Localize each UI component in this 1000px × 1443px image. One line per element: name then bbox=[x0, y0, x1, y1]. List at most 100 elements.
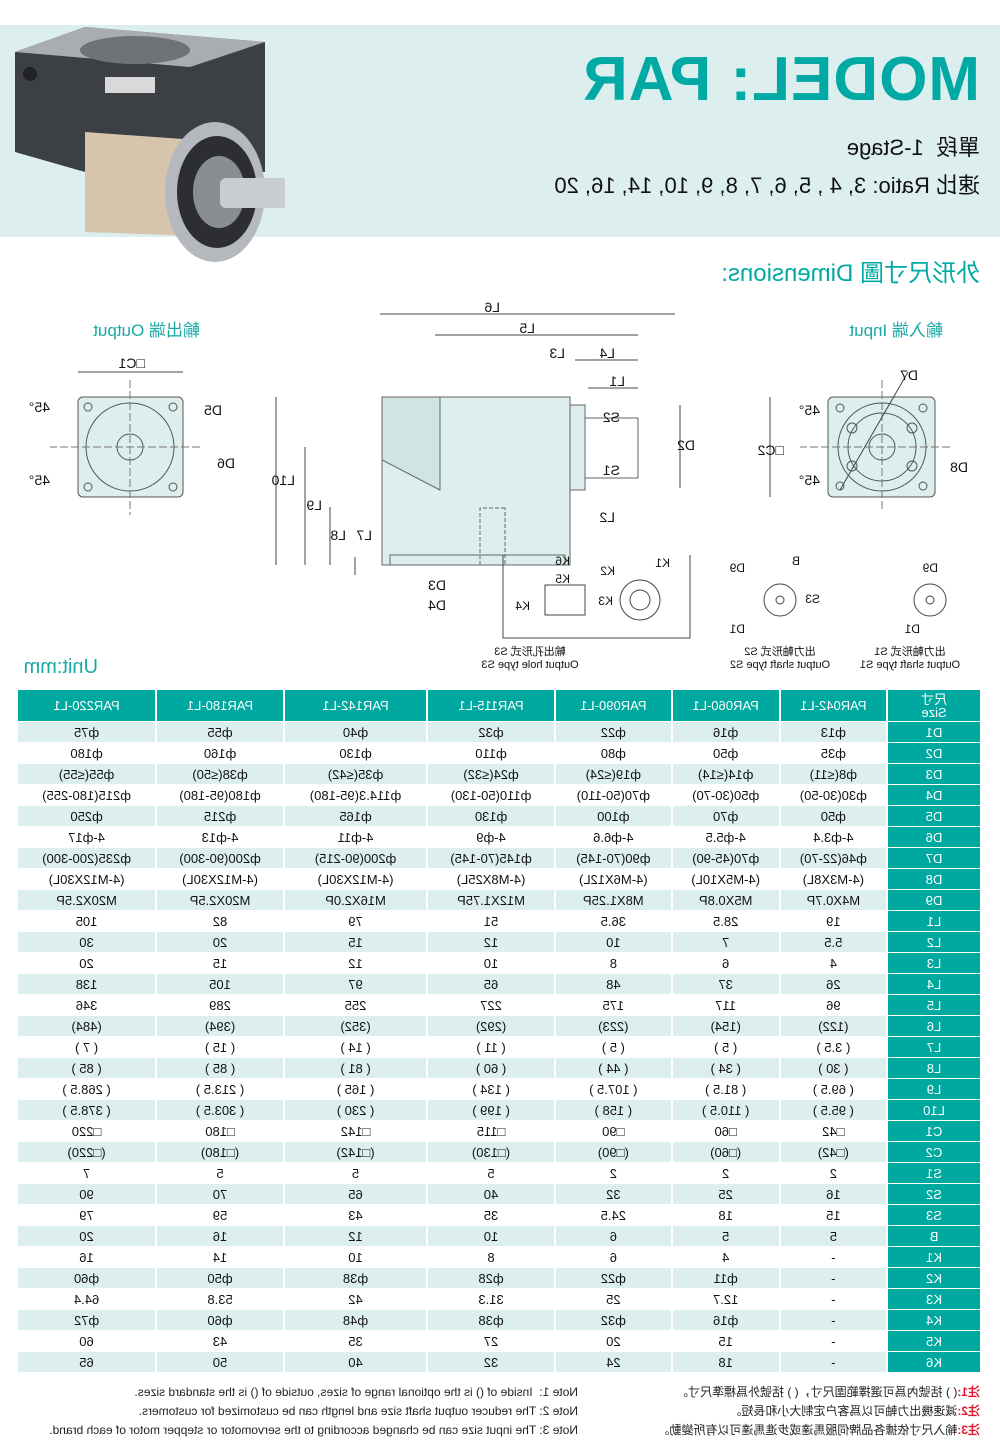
row-key: L5 bbox=[888, 995, 980, 1015]
row-key: K6 bbox=[888, 1352, 980, 1372]
table-cell: 20 bbox=[157, 932, 283, 952]
table-cell: ф100 bbox=[555, 806, 671, 826]
row-key: D9 bbox=[888, 890, 980, 910]
table-cell: 16 bbox=[780, 1184, 886, 1204]
table-row: C1□42□60□90□115□142□180□220 bbox=[18, 1121, 980, 1141]
table-cell: M20X2.5P bbox=[18, 890, 156, 910]
label-k1: K1 bbox=[655, 556, 670, 570]
table-cell: (□90) bbox=[555, 1142, 671, 1162]
table-cell: M12X1.75P bbox=[428, 890, 554, 910]
table-cell: 5 bbox=[351, 1165, 360, 1181]
table-cell: 40 bbox=[428, 1184, 554, 1204]
table-cell: ф165 bbox=[284, 806, 427, 826]
table-row: C2(□42)(□60)(□90)(□130)(□142)(□180)(□220… bbox=[18, 1142, 980, 1162]
table-cell: ф8(≤11) bbox=[780, 764, 886, 784]
table-cell: 82 bbox=[212, 913, 228, 929]
table-cell: (292) bbox=[428, 1016, 554, 1036]
note-en: Note 3: The input size can be changed ac… bbox=[49, 1423, 578, 1437]
table-cell: 5.5 bbox=[780, 932, 886, 952]
dimensions-heading: 外形尺寸圖 Dimensions: bbox=[721, 260, 980, 287]
row-key: D1 bbox=[888, 722, 980, 742]
row-key: L10 bbox=[888, 1100, 980, 1120]
row-key: S1 bbox=[888, 1163, 980, 1183]
table-cell: ( 213.5 ) bbox=[195, 1081, 245, 1097]
table-cell: 7 bbox=[672, 932, 779, 952]
note-cn: 注1:( ) 括號內爲可選擇範圍尺寸，( ) 括號外爲標準尺寸。 bbox=[657, 1383, 980, 1402]
table-cell: 7 bbox=[82, 1165, 91, 1181]
table-row: L7( 3.5 )( 5 )( 5 )( 11 )( 14 )( 15 )( 7… bbox=[18, 1037, 980, 1057]
table-cell: ф75 bbox=[18, 722, 156, 742]
label-l9: L9 bbox=[306, 497, 322, 513]
label-c1: □C1 bbox=[118, 355, 145, 371]
table-cell: 4 bbox=[722, 1249, 730, 1265]
output-label: 輸出端 Output bbox=[93, 321, 200, 340]
table-cell: (4-M6X12L) bbox=[579, 871, 648, 887]
label-l7: L7 bbox=[356, 527, 372, 543]
table-cell: 10 bbox=[555, 932, 671, 952]
notes-cn: 注1:( ) 括號內爲可選擇範圍尺寸，( ) 括號外爲標準尺寸。注2:減速機出力… bbox=[657, 1383, 980, 1440]
label-45deg: 45° bbox=[29, 399, 50, 415]
row-key: D3 bbox=[888, 764, 980, 784]
table-cell: (□180) bbox=[157, 1142, 283, 1162]
table-cell: 4-ф6.6 bbox=[593, 829, 634, 845]
table-row: L10( 95.5 )( 110.5 )( 158 )( 199 )( 230 … bbox=[18, 1100, 980, 1120]
table-cell: (4-M12X30L) bbox=[182, 871, 258, 887]
caption-cn: 出力軸形式 S2 bbox=[744, 646, 816, 658]
row-key: D5 bbox=[888, 806, 980, 826]
table-cell: 105 bbox=[157, 974, 283, 994]
input-flange-drawing: □C2 D7 D8 45° 45° bbox=[757, 367, 968, 512]
table-cell: ( 5 ) bbox=[601, 1039, 625, 1055]
table-cell: 255 bbox=[344, 997, 367, 1013]
table-cell: 5 bbox=[780, 1226, 886, 1246]
table-row: L6(122)(154)(223)(292)(352)(394)(484) bbox=[18, 1016, 980, 1036]
table-cell: 96 bbox=[826, 997, 841, 1013]
table-cell: 31.3 bbox=[478, 1291, 504, 1307]
table-cell: ( 107.5 ) bbox=[589, 1081, 638, 1097]
note-text: 減速機出力軸可以爲客户定制大小和長短。 bbox=[729, 1404, 958, 1418]
table-cell: 4-ф17 bbox=[68, 829, 105, 845]
table-cell: 15 bbox=[718, 1333, 733, 1349]
table-cell: 50 bbox=[157, 1352, 283, 1372]
table-cell: ф80 bbox=[600, 745, 626, 761]
table-cell: M5X0.8P bbox=[672, 890, 779, 910]
table-cell: 10 bbox=[348, 1249, 363, 1265]
row-key: K3 bbox=[888, 1289, 980, 1309]
table-cell: 16 bbox=[157, 1226, 283, 1246]
table-cell: ф145(70-145) bbox=[428, 848, 554, 868]
table-cell: - bbox=[780, 1352, 886, 1372]
table-cell: ( 15 ) bbox=[204, 1039, 236, 1055]
model-header: PAR180-L1 bbox=[157, 690, 283, 721]
table-cell: ( 95.5 ) bbox=[780, 1100, 886, 1120]
table-cell: 35 bbox=[483, 1207, 499, 1223]
model-header: PAR142-L1 bbox=[284, 690, 427, 721]
label-d8: D8 bbox=[950, 459, 968, 475]
table-cell: 37 bbox=[672, 974, 779, 994]
table-cell: ф200(90-300) bbox=[157, 848, 283, 868]
label-s1: S1 bbox=[603, 462, 620, 478]
table-cell: 227 bbox=[480, 997, 502, 1013]
caption-cn: 輸出孔形式 S3 bbox=[494, 646, 566, 658]
table-cell: □60 bbox=[714, 1123, 737, 1139]
table-row: L9( 69.5 )( 81.5 )( 107.5 )( 134 )( 165 … bbox=[18, 1079, 980, 1099]
table-cell: ( 14 ) bbox=[340, 1039, 371, 1055]
side-view-drawing: L6 L5 L4 L3 L1 S2 S1 D2 L2 D3 D4 L10 L9 … bbox=[271, 300, 695, 613]
table-cell: ф215 bbox=[157, 806, 283, 826]
table-cell: □42 bbox=[822, 1123, 845, 1139]
label-l2: L2 bbox=[599, 509, 615, 525]
label-d1: D1 bbox=[729, 622, 745, 636]
label-l10: L10 bbox=[271, 472, 295, 488]
table-cell: ( 69.5 ) bbox=[812, 1081, 854, 1097]
table-cell: 14 bbox=[212, 1249, 228, 1265]
table-cell: 117 bbox=[715, 997, 737, 1013]
table-cell: ф200(90-215) bbox=[284, 848, 427, 868]
table-cell: ф50 bbox=[780, 806, 886, 826]
table-cell: ф110(50-130) bbox=[450, 787, 532, 803]
table-cell: 20 bbox=[606, 1333, 621, 1349]
